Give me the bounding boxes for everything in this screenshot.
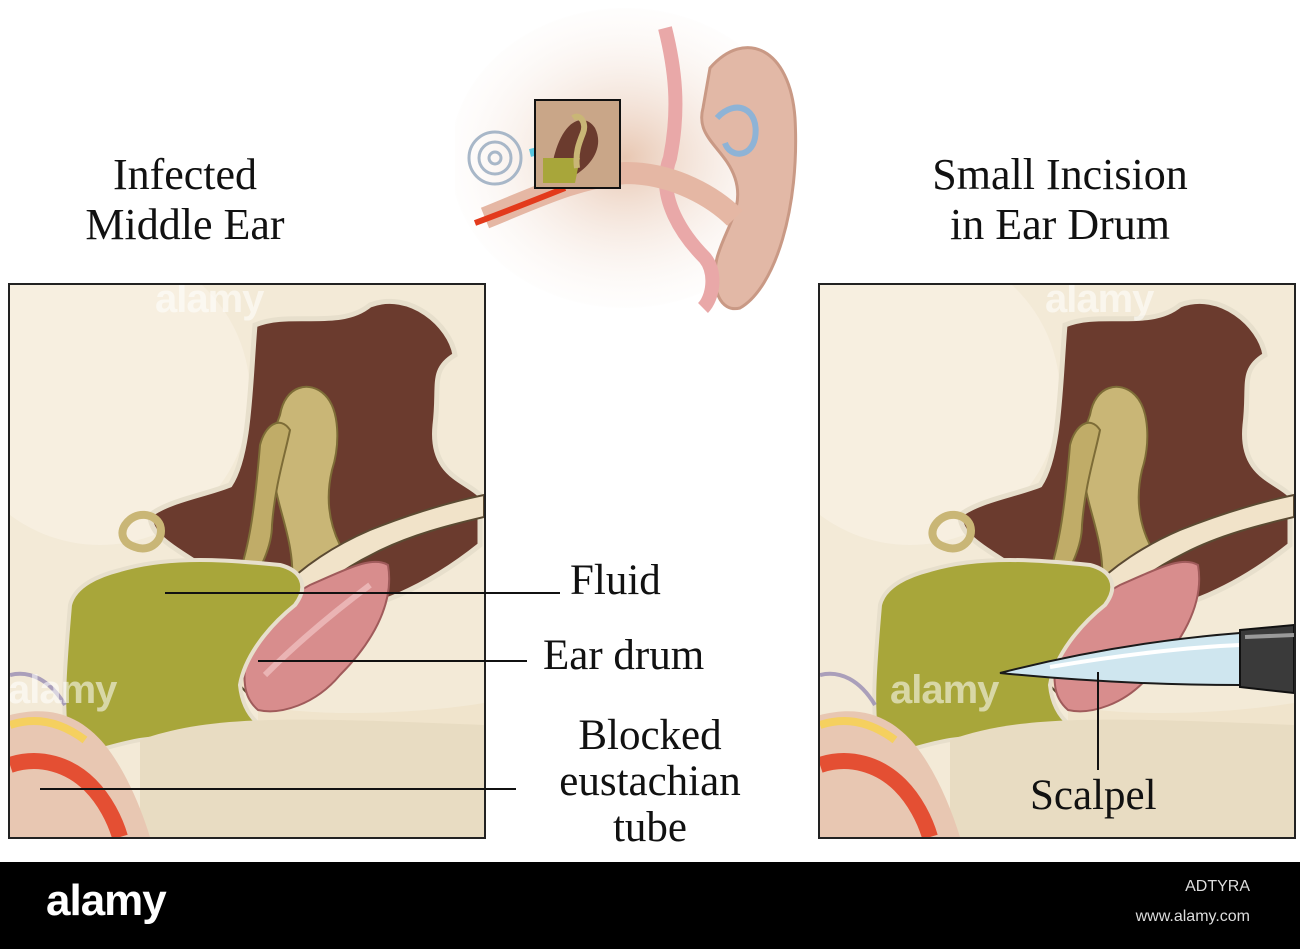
infected-ear-illustration (10, 285, 484, 837)
scalpel-label: Scalpel (1030, 772, 1157, 819)
left-title-line2: Middle Ear (85, 200, 285, 249)
fluid-label: Fluid (570, 557, 661, 604)
infected-middle-ear-panel: alamy alamy (8, 283, 486, 839)
blocked-eustachian-label: Blocked eustachian tube (520, 713, 780, 851)
watermark-left-top: alamy (155, 283, 264, 321)
blocked-label-line2: eustachian (559, 758, 741, 805)
ear-overview-illustration (455, 8, 800, 313)
right-title: Small Incision in Ear Drum (880, 150, 1240, 250)
ear-drum-label: Ear drum (543, 632, 705, 679)
right-title-line1: Small Incision (932, 150, 1188, 199)
left-title: Infected Middle Ear (40, 150, 330, 250)
left-title-line1: Infected (112, 150, 258, 199)
footer-bar: alamy ADTYRA www.alamy.com (0, 862, 1300, 949)
blocked-label-line3: tube (612, 804, 688, 851)
scalpel-illustration (999, 623, 1294, 695)
footer-site-url: www.alamy.com (1135, 908, 1250, 925)
watermark-left-middle: alamy (8, 668, 117, 712)
footer-image-code: ADTYRA (1185, 878, 1250, 895)
watermark-right-top: alamy (1045, 283, 1154, 321)
footer-brand-logo: alamy (46, 876, 167, 925)
small-incision-panel: alamy alamy (818, 283, 1296, 839)
blocked-label-line1: Blocked (578, 712, 722, 759)
right-title-line2: in Ear Drum (950, 200, 1170, 249)
watermark-right-middle: alamy (890, 668, 999, 712)
incision-illustration (820, 285, 1294, 837)
